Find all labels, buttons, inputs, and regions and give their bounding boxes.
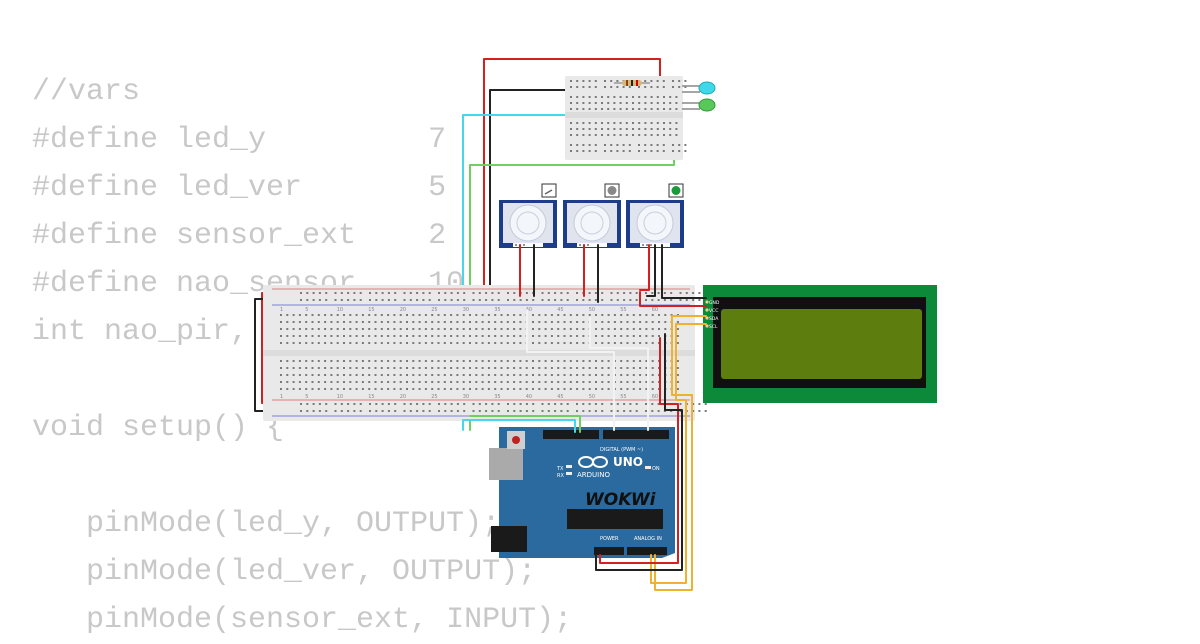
- column-number: 1: [280, 394, 283, 400]
- pir-sensor-icon[interactable]: [563, 200, 621, 248]
- analog-label: ANALOG IN: [634, 536, 662, 542]
- wire-white-2: [589, 317, 649, 431]
- column-number: 10: [337, 307, 343, 313]
- column-number: 45: [557, 307, 563, 313]
- code-line: pinMode(led_y, OUTPUT);: [32, 507, 501, 541]
- pir-sensor-icon[interactable]: [626, 200, 684, 248]
- button-icon[interactable]: [541, 183, 557, 198]
- lcd-pin-label: SDA: [709, 316, 719, 322]
- lcd-pin-label: GND: [709, 300, 720, 306]
- led-icon[interactable]: [682, 81, 716, 95]
- column-number: 40: [526, 394, 532, 400]
- column-number: 15: [368, 307, 374, 313]
- wire-pir3: [639, 244, 650, 291]
- column-number: 60: [652, 307, 658, 313]
- wire-pir3-gnd: [646, 244, 656, 297]
- lcd-display[interactable]: GND VCC SDA SCL: [703, 285, 937, 403]
- power-label: POWER: [600, 536, 619, 542]
- wire-black-arduino: [595, 333, 683, 571]
- code-line: #define nao_sensor 10: [32, 267, 465, 301]
- column-number: 30: [463, 394, 469, 400]
- usb-port-icon: [489, 448, 523, 480]
- code-line: #define sensor_ext 2: [32, 219, 447, 253]
- column-number: 40: [526, 307, 532, 313]
- button-icon[interactable]: [668, 183, 684, 198]
- wire-yellow-2: [650, 323, 687, 584]
- wire-white-1: [526, 309, 615, 431]
- column-number: 25: [431, 394, 437, 400]
- mini-breadboard: [565, 76, 687, 160]
- column-number: 55: [620, 307, 626, 313]
- resistor-icon[interactable]: [614, 80, 650, 86]
- column-number: 50: [589, 394, 595, 400]
- wire-green-front: [469, 415, 581, 433]
- wires-front: [462, 244, 707, 591]
- circuit-canvas[interactable]: 1155101015152020252530303535404045455050…: [0, 0, 1200, 630]
- code-line: //vars: [32, 75, 141, 109]
- column-number: 55: [620, 394, 626, 400]
- code-line: #define led_ver 5: [32, 171, 447, 205]
- led-icon[interactable]: [682, 98, 716, 112]
- arduino-vendor: ARDUINO: [577, 471, 610, 479]
- button-icon[interactable]: [604, 183, 620, 198]
- column-number: 30: [463, 307, 469, 313]
- arduino-model: UNO: [613, 455, 643, 469]
- wokwi-logo: WOKWi: [585, 490, 657, 510]
- column-number: 15: [368, 394, 374, 400]
- column-number: 25: [431, 307, 437, 313]
- pir-sensors: [499, 200, 684, 248]
- column-number: 10: [337, 394, 343, 400]
- wire-lcd-vcc: [639, 291, 707, 307]
- column-number: 1: [280, 307, 283, 313]
- digital-label: DIGITAL (PWM ~): [600, 447, 643, 453]
- wire-cyan-front: [462, 419, 576, 433]
- column-number: 35: [494, 307, 500, 313]
- pir-sensor-icon[interactable]: [499, 200, 557, 248]
- column-number: 60: [652, 394, 658, 400]
- column-number: 50: [589, 307, 595, 313]
- infinity-logo-icon: [578, 456, 608, 468]
- column-number: 5: [305, 307, 308, 313]
- tx-label: TX: [556, 466, 564, 472]
- column-number: 20: [400, 394, 406, 400]
- rx-label: RX: [557, 473, 564, 479]
- wire-red-arduino: [599, 337, 679, 564]
- arduino-uno[interactable]: UNO ARDUINO DIGITAL (PWM ~) WOKWi POWER …: [489, 427, 675, 558]
- code-editor[interactable]: //vars #define led_y 7 #define led_ver 5 #d…: [32, 68, 572, 644]
- column-number: 5: [305, 394, 308, 400]
- on-label: ON: [652, 466, 660, 472]
- wire-yellow-1: [654, 315, 693, 591]
- lcd-pins: GND VCC SDA SCL: [705, 300, 720, 330]
- power-jack-icon: [491, 526, 527, 552]
- column-number: 45: [557, 394, 563, 400]
- wire-lcd-gnd: [661, 244, 707, 299]
- lcd-pin-label: SCL: [709, 324, 718, 330]
- wire-red-top: [483, 58, 661, 297]
- code-line: #define led_y 7: [32, 123, 447, 157]
- column-number: 35: [494, 394, 500, 400]
- code-line: pinMode(led_ver, OUTPUT);: [32, 555, 537, 589]
- lcd-pin-label: VCC: [709, 308, 718, 314]
- microcontroller-chip-icon: [567, 509, 663, 529]
- column-number: 20: [400, 307, 406, 313]
